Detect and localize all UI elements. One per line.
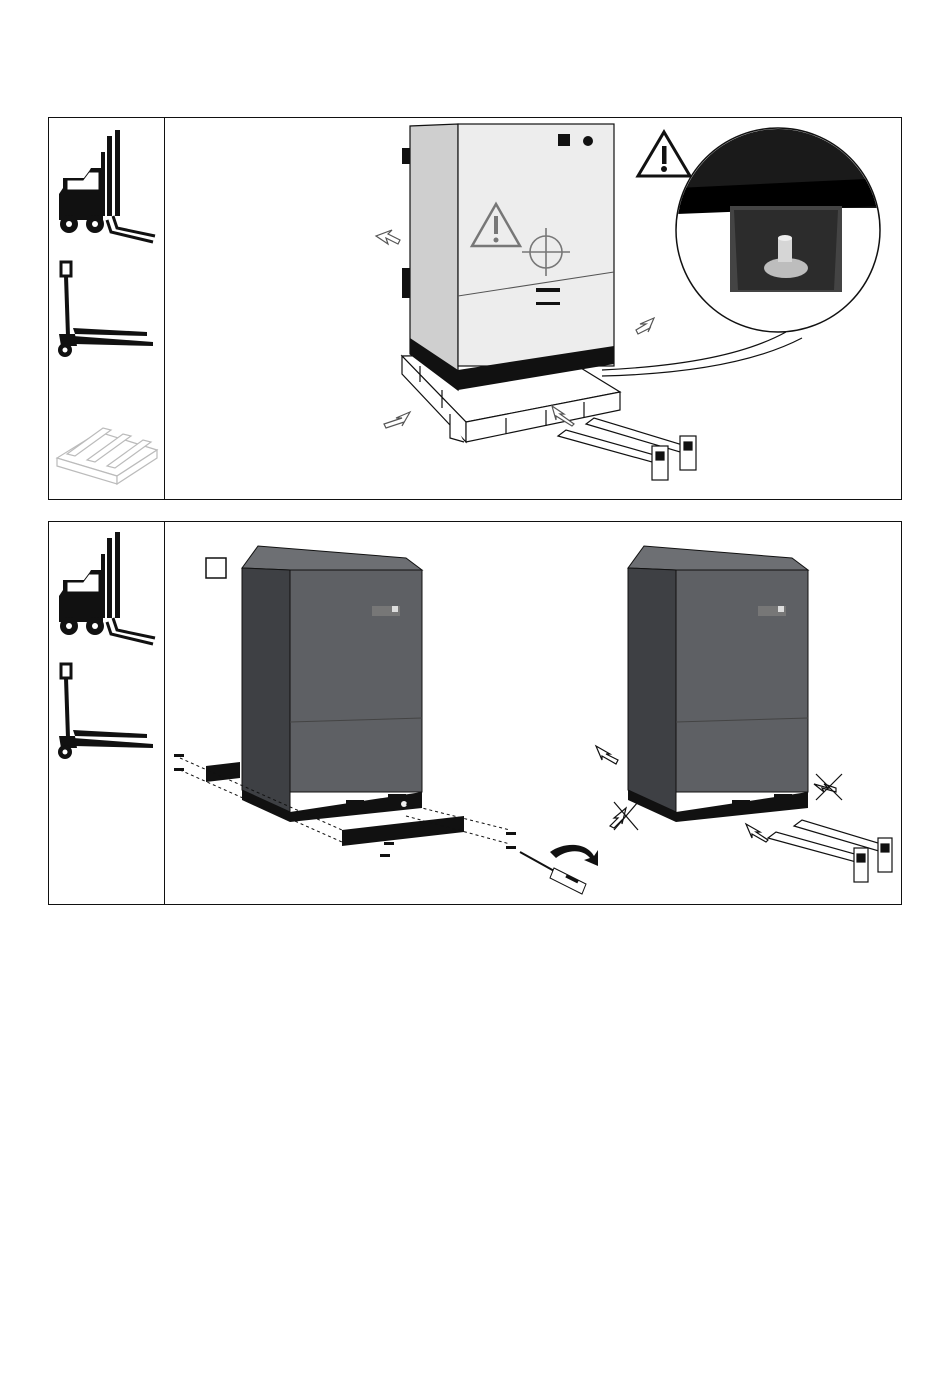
forklift-icon bbox=[55, 530, 159, 648]
panel-removing-transport-base bbox=[48, 521, 902, 905]
pallet-jack-icon bbox=[55, 258, 159, 358]
pallet-icon bbox=[53, 418, 159, 488]
fork-drawing bbox=[558, 418, 696, 480]
equipment-column bbox=[49, 522, 165, 904]
forklift-icon bbox=[55, 128, 159, 246]
equipment-column bbox=[49, 118, 165, 499]
removing-base-illustration bbox=[166, 522, 902, 904]
arrow-icon bbox=[376, 230, 400, 244]
light-cabinet bbox=[402, 124, 614, 390]
arrow-icon bbox=[384, 412, 410, 428]
unloading-scene bbox=[166, 118, 901, 499]
fork-drawing bbox=[768, 820, 892, 882]
arrow-icon bbox=[636, 318, 654, 334]
dark-cabinet-left bbox=[242, 546, 422, 822]
warning-icon bbox=[638, 132, 690, 176]
unloading-illustration bbox=[166, 118, 902, 499]
arrow-icon bbox=[596, 746, 618, 764]
removing-base-scene bbox=[166, 522, 901, 904]
dark-cabinet-right bbox=[628, 546, 808, 822]
panel-unloading-from-pallet bbox=[48, 117, 902, 500]
pallet-jack-icon bbox=[55, 660, 159, 760]
arrow-icon bbox=[746, 824, 768, 842]
screwdriver-icon bbox=[520, 845, 598, 894]
step-checkbox bbox=[206, 558, 226, 578]
